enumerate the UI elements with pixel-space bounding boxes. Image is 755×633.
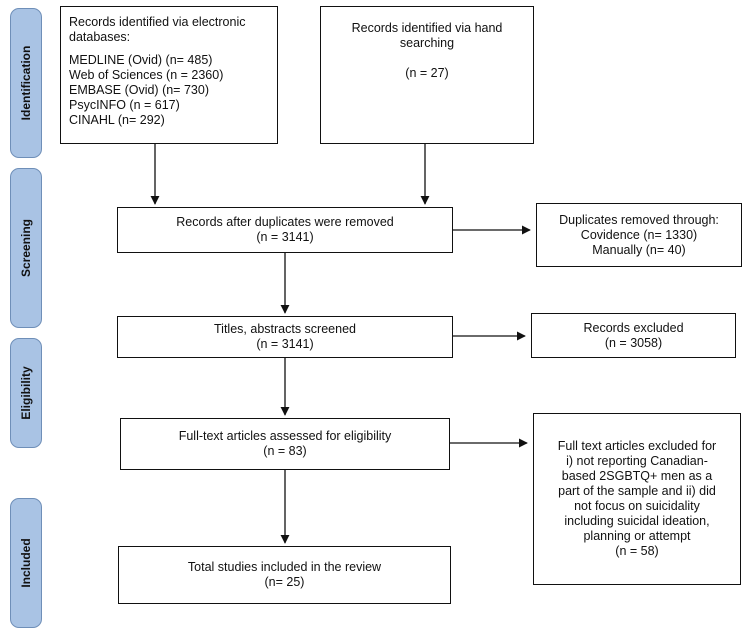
electronic-db-item: PsycINFO (n = 617): [69, 98, 180, 112]
screened-label: Titles, abstracts screened: [214, 322, 356, 336]
box-hand-searching: Records identified via hand searching (n…: [320, 6, 534, 144]
duplicates-removed-covidence: Covidence (n= 1330): [580, 227, 698, 242]
box-after-duplicates: Records after duplicates were removed (n…: [117, 207, 453, 253]
fulltext-assessed-count: (n = 83): [263, 444, 307, 458]
fulltext-excluded-line: not focus on suicidality: [574, 499, 700, 513]
phase-screening: Screening: [10, 168, 42, 328]
duplicates-removed-manual: Manually (n= 40): [592, 242, 686, 257]
box-fulltext-excluded: Full text articles excluded for i) not r…: [533, 413, 741, 585]
after-duplicates-count: (n = 3141): [256, 230, 314, 244]
phase-eligibility: Eligibility: [10, 338, 42, 448]
phase-identification: Identification: [10, 8, 42, 158]
fulltext-excluded-line: i) not reporting Canadian-: [566, 454, 708, 468]
electronic-db-heading-1: Records identified via electronic: [69, 15, 246, 29]
fulltext-excluded-line: planning or attempt: [583, 529, 691, 543]
phase-included: Included: [10, 498, 42, 628]
included-studies-count: (n= 25): [264, 575, 305, 589]
hand-search-line: Records identified via hand: [351, 21, 503, 35]
records-excluded-count: (n = 3058): [604, 335, 663, 350]
box-records-excluded: Records excluded (n = 3058): [531, 313, 736, 358]
fulltext-excluded-line: including suicidal ideation,: [564, 514, 710, 528]
fulltext-assessed-label: Full-text articles assessed for eligibil…: [178, 429, 392, 443]
screened-count: (n = 3141): [256, 337, 314, 351]
box-electronic-databases: Records identified via electronic databa…: [60, 6, 278, 144]
fulltext-excluded-line: Full text articles excluded for: [557, 439, 717, 453]
electronic-db-item: MEDLINE (Ovid) (n= 485): [69, 53, 213, 67]
electronic-db-heading-2: databases:: [69, 30, 131, 44]
hand-search-count: (n = 27): [405, 66, 449, 80]
fulltext-excluded-line: part of the sample and ii) did: [558, 484, 716, 498]
duplicates-removed-heading: Duplicates removed through:: [559, 212, 719, 227]
box-included-studies: Total studies included in the review (n=…: [118, 546, 451, 604]
after-duplicates-label: Records after duplicates were removed: [176, 215, 394, 229]
electronic-db-item: Web of Sciences (n = 2360): [69, 68, 224, 82]
fulltext-excluded-line: based 2SGBTQ+ men as a: [561, 469, 713, 483]
records-excluded-label: Records excluded: [583, 320, 684, 335]
electronic-db-item: CINAHL (n= 292): [69, 113, 165, 127]
electronic-db-item: EMBASE (Ovid) (n= 730): [69, 83, 209, 97]
included-studies-label: Total studies included in the review: [187, 560, 382, 574]
box-fulltext-assessed: Full-text articles assessed for eligibil…: [120, 418, 450, 470]
box-duplicates-removed: Duplicates removed through: Covidence (n…: [536, 203, 742, 267]
hand-search-line: searching: [399, 36, 455, 50]
fulltext-excluded-count: (n = 58): [615, 544, 659, 558]
box-screened: Titles, abstracts screened (n = 3141): [117, 316, 453, 358]
